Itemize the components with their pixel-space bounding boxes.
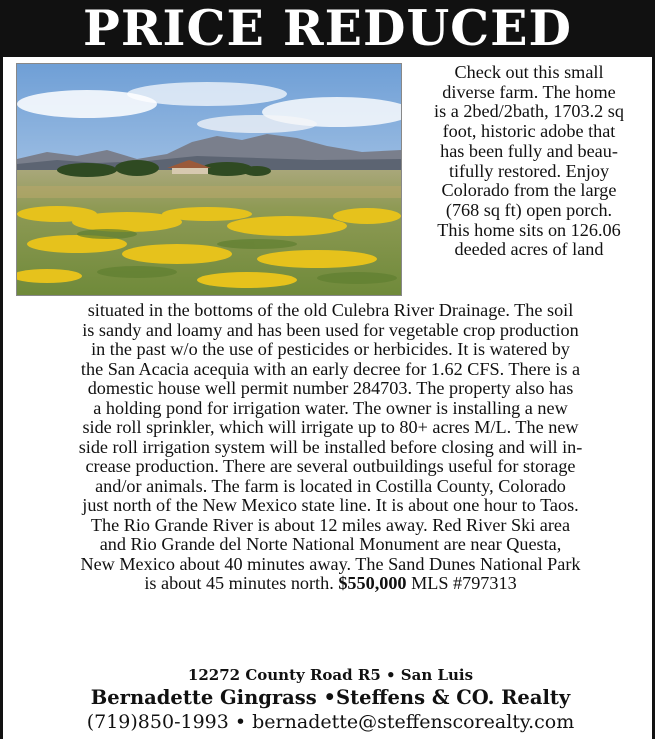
body-line: the San Acacia acequia with an early dec… [80,358,581,379]
agent-contact: (719)850-1993 • bernadette@steffenscorea… [86,711,575,733]
body-line: side roll irrigation system will be inst… [78,436,583,457]
intro-line: foot, historic adobe that [442,121,616,142]
listing-price: $550,000 [338,573,407,593]
intro-text: Check out this small diverse farm. The h… [407,62,651,260]
body-line: situated in the bottoms of the old Culeb… [87,300,574,320]
intro-line: tifully restored. Enjoy [448,160,610,181]
price-line-text: is about 45 minutes north. [144,573,334,593]
description-text: situated in the bottoms of the old Culeb… [9,300,652,594]
price-line: is about 45 minutes north. $550,000 MLS … [9,573,652,594]
intro-line: Check out this small [454,62,604,82]
body-line: crease production. There are several out… [85,456,576,476]
body-line: domestic house well permit number 284703… [87,378,574,398]
body-line: New Mexico about 40 minutes away. The Sa… [80,553,581,574]
body-line: is sandy and loamy and has been used for… [82,319,579,340]
price-reduced-banner: PRICE REDUCED [3,0,652,57]
agent-name: Bernadette Gingrass •Steffens & CO. Real… [90,686,571,709]
intro-line: diverse farm. The home [442,81,616,102]
body-line: in the past w/o the use of pesticides or… [91,339,570,359]
body-line: and/or animals. The farm is located in C… [95,475,566,496]
farm-landscape-photo [16,63,402,296]
intro-line: This home sits on 126.06 [437,219,621,240]
intro-line: Colorado from the large [441,180,617,201]
body-line: The Rio Grande River is about 12 miles a… [90,514,571,535]
body-line: side roll sprinkler, which will irrigate… [82,417,579,437]
intro-line: (768 sq ft) open porch. [445,199,613,220]
body-line: and Rio Grande del Norte National Monume… [99,534,562,554]
body-line: a holding pond for irrigation water. The… [93,397,568,418]
intro-line: has been fully and beau- [440,140,618,161]
banner-title: PRICE REDUCED [82,0,573,57]
property-address: 12272 County Road R5 • San Luis [187,666,474,684]
intro-line: is a 2bed/2bath, 1703.2 sq [434,101,624,122]
intro-line: deeded acres of land [454,239,604,260]
body-line: just north of the New Mexico state line.… [82,495,579,515]
mls-number: MLS #797313 [411,573,517,593]
